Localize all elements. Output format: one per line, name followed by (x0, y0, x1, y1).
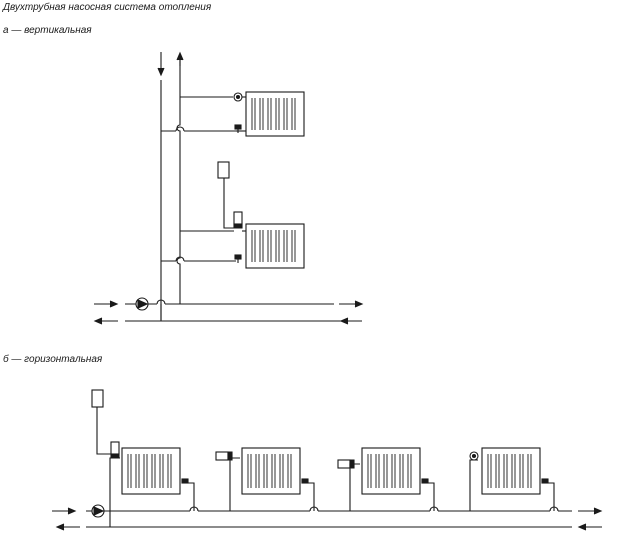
return-branch (426, 482, 435, 511)
return-branch (186, 482, 195, 511)
return-branch (306, 482, 315, 511)
thermostat-head-icon (110, 441, 120, 459)
pump-icon (135, 297, 149, 311)
main-pipes (86, 506, 572, 528)
radiator (245, 223, 305, 269)
section-a-caption: а — вертикальная (3, 25, 92, 36)
radiator (241, 447, 301, 495)
lockshield-valve-icon (234, 254, 242, 263)
lockshield-valve-icon (181, 478, 189, 484)
pipe-crossover-icon (175, 126, 185, 132)
supply-branch (229, 457, 240, 511)
lockshield-valve-icon (301, 478, 309, 484)
room-sensor-icon (217, 161, 234, 229)
radiator (361, 447, 421, 495)
lockshield-valve-icon (421, 478, 429, 484)
supply-branch (469, 459, 478, 511)
diagram-title: Двухтрубная насосная система отопления (3, 2, 212, 13)
section-b-caption: б — горизонтальная (3, 354, 103, 365)
radiator (121, 447, 181, 495)
room-sensor-icon (91, 389, 112, 455)
flow-arrow-icon (52, 507, 603, 531)
lockshield-valve-icon (234, 124, 246, 133)
horizontal-system (52, 389, 603, 531)
radiator (481, 447, 541, 495)
thermostat-head-icon (215, 451, 233, 461)
lockshield-valve-icon (541, 478, 549, 484)
pipe-crossover-icon (175, 256, 185, 262)
pump-icon (91, 504, 105, 518)
return-branch (546, 482, 555, 511)
radiator (245, 91, 305, 137)
vertical-system (93, 51, 364, 325)
air-vent-icon (233, 92, 246, 102)
air-vent-icon (469, 451, 479, 461)
thermostat-head-icon (233, 211, 246, 232)
riser-pipes (160, 55, 181, 320)
flow-arrow-icon (157, 51, 184, 77)
supply-branch (109, 457, 120, 511)
supply-branch (349, 463, 360, 511)
flow-arrow-icon (93, 300, 364, 325)
thermostat-head-icon (337, 459, 355, 469)
